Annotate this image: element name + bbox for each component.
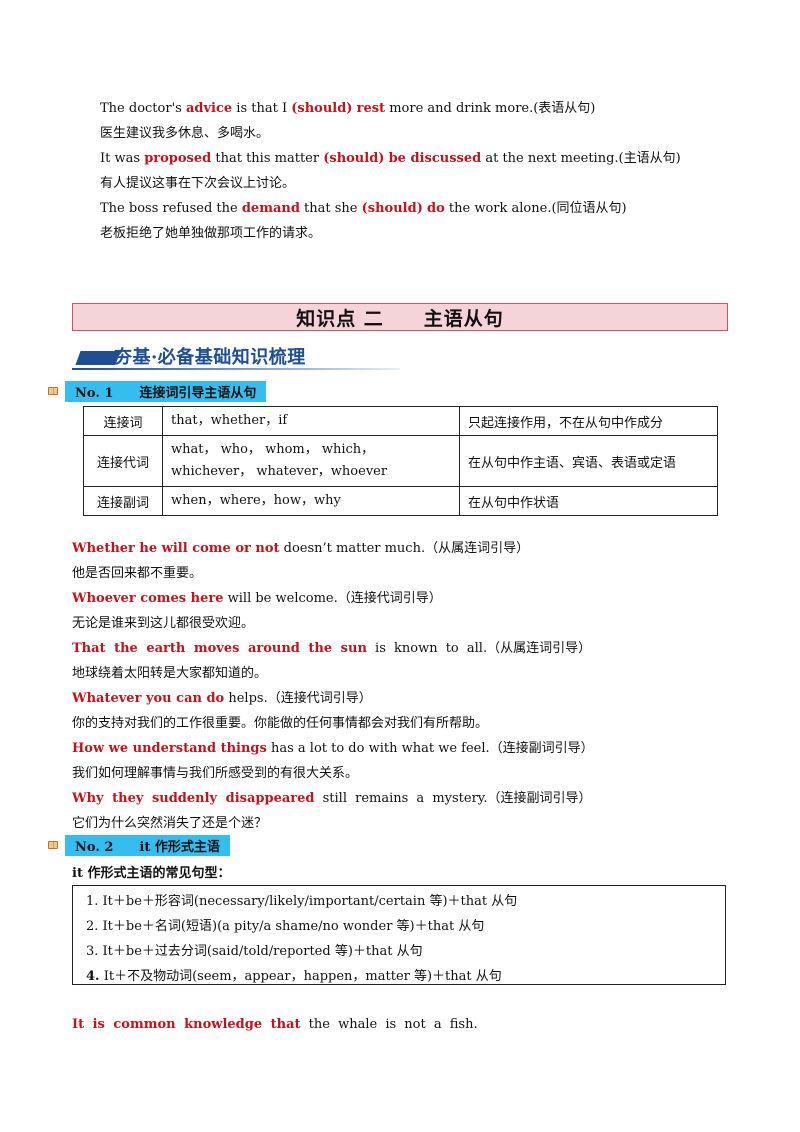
example-2-en: Whoever comes here will be welcome.（连接代词… <box>72 587 442 606</box>
banner-title: 夯基·必备基础知识梳理 <box>114 347 306 368</box>
example-5-zh: 我们如何理解事情与我们所感受到的有很大关系。 <box>72 766 359 781</box>
keyword: rest <box>356 101 386 116</box>
text: will be welcome.（连接代词引导） <box>223 591 442 606</box>
keyword: be discussed <box>388 151 482 166</box>
example-1-en: Whether he will come or not doesn’t matt… <box>72 537 529 556</box>
intro-example-1-zh: 医生建议我多休息、多喝水。 <box>100 126 270 141</box>
text: that she <box>299 201 362 216</box>
section-banner: 夯基·必备基础知识梳理 <box>72 341 400 371</box>
keyword: Whether he will come or not <box>72 541 280 556</box>
text: The doctor's <box>100 101 186 116</box>
pattern-number: 3. <box>86 944 99 959</box>
keyword: demand <box>241 201 300 216</box>
intro-example-3-en: The boss refused the demand that she (sh… <box>100 197 627 216</box>
keyword: (should) <box>361 201 423 216</box>
keyword: (should) <box>323 151 385 166</box>
pattern-item: 1. It＋be＋形容词(necessary/likely/important/… <box>86 890 517 909</box>
text: It was <box>100 151 145 166</box>
pattern-number: 1. <box>86 894 99 909</box>
last-example-en: It is common knowledge that the whale is… <box>72 1017 478 1032</box>
pattern-text: It＋不及物动词(seem，appear，happen，matter 等)＋th… <box>103 969 502 984</box>
example-6-en: Why they suddenly disappeared still rema… <box>72 787 592 806</box>
example-3-zh: 地球绕着太阳转是大家都知道的。 <box>72 666 268 681</box>
table-cell-type: 连接词 <box>83 406 163 436</box>
table-row: 连接副词 when，where，how，why 在从句中作状语 <box>83 486 718 516</box>
intro-example-2-zh: 有人提议这事在下次会议上讨论。 <box>100 176 296 191</box>
text: more and drink more.(表语从句) <box>385 101 596 116</box>
text: is that I <box>232 101 292 116</box>
no2-heading: No. 2 it 作形式主语 <box>47 834 230 856</box>
keyword: (should) <box>291 101 353 116</box>
text: The boss refused the <box>100 201 242 216</box>
text: helps.（连接代词引导） <box>224 691 372 706</box>
no1-label: No. 1 连接词引导主语从句 <box>65 380 267 402</box>
table-cell-type: 连接副词 <box>83 486 163 516</box>
example-6-zh: 它们为什么突然消失了还是个迷？ <box>72 816 268 831</box>
table-row: 连接词 that，whether，if 只起连接作用，不在从句中作成分 <box>83 406 718 436</box>
example-4-zh: 你的支持对我们的工作很重要。你能做的任何事情都会对我们有所帮助。 <box>72 716 489 731</box>
table-cell-words: that，whether，if <box>162 406 460 436</box>
keyword: How we understand things <box>72 741 267 756</box>
table-cell-function: 在从句中作主语、宾语、表语或定语 <box>459 435 718 487</box>
text: the whale is not a fish. <box>300 1017 478 1032</box>
intro-example-1-en: The doctor's advice is that I (should) r… <box>100 97 595 116</box>
example-5-en: How we understand things has a lot to do… <box>72 737 594 756</box>
example-1-zh: 他是否回来都不重要。 <box>72 566 203 581</box>
patterns-heading: it 作形式主语的常见句型： <box>72 866 231 881</box>
keyword: Whoever comes here <box>72 591 224 606</box>
table-cell-words: when，where，how，why <box>162 486 460 516</box>
pattern-number: 4. <box>86 969 100 984</box>
keyword: do <box>427 201 445 216</box>
text: that this matter <box>211 151 324 166</box>
keyword: Why they suddenly disappeared <box>72 791 315 806</box>
table-cell-function: 在从句中作状语 <box>459 486 718 516</box>
book-icon <box>47 385 59 397</box>
pattern-item: 4. It＋不及物动词(seem，appear，happen，matter 等)… <box>86 965 502 984</box>
table-cell-words: what， who， whom， which， whichever， whate… <box>162 435 460 487</box>
text: is known to all.（从属连词引导） <box>366 641 592 656</box>
text: the work alone.(同位语从句) <box>444 201 627 216</box>
keyword: It is common knowledge that <box>72 1017 301 1032</box>
no1-heading: No. 1 连接词引导主语从句 <box>47 380 267 402</box>
book-icon <box>47 839 59 851</box>
example-4-en: Whatever you can do helps.（连接代词引导） <box>72 687 372 706</box>
pattern-text: It＋be＋名词(短语)(a pity/a shame/no wonder 等)… <box>102 919 485 934</box>
text: doesn’t matter much.（从属连词引导） <box>279 541 530 556</box>
pattern-text: It＋be＋过去分词(said/told/reported 等)＋that 从句 <box>102 944 423 959</box>
table-cell-type: 连接代词 <box>83 435 163 487</box>
table-cell-function: 只起连接作用，不在从句中作成分 <box>459 406 718 436</box>
patterns-box: 1. It＋be＋形容词(necessary/likely/important/… <box>72 885 726 985</box>
pattern-item: 3. It＋be＋过去分词(said/told/reported 等)＋that… <box>86 940 423 959</box>
keyword: advice <box>185 101 233 116</box>
keyword: That the earth moves around the sun <box>72 641 367 656</box>
intro-example-2-en: It was proposed that this matter (should… <box>100 147 681 166</box>
text: still remains a mystery.（连接副词引导） <box>314 791 592 806</box>
pattern-text: It＋be＋形容词(necessary/likely/important/cer… <box>102 894 518 909</box>
keyword: proposed <box>144 151 212 166</box>
example-2-zh: 无论是谁来到这儿都很受欢迎。 <box>72 616 255 631</box>
pattern-item: 2. It＋be＋名词(短语)(a pity/a shame/no wonder… <box>86 915 484 934</box>
keyword: Whatever you can do <box>72 691 225 706</box>
text: has a lot to do with what we feel.（连接副词引… <box>266 741 594 756</box>
intro-example-3-zh: 老板拒绝了她单独做那项工作的请求。 <box>100 226 322 241</box>
section-title: 知识点 二 主语从句 <box>72 303 728 331</box>
pattern-number: 2. <box>86 919 99 934</box>
connector-table: 连接词 that，whether，if 只起连接作用，不在从句中作成分 连接代词… <box>83 406 718 516</box>
example-3-en: That the earth moves around the sun is k… <box>72 637 591 656</box>
text: at the next meeting.(主语从句) <box>481 151 681 166</box>
banner-underline <box>72 368 400 370</box>
table-row: 连接代词 what， who， whom， which， whichever， … <box>83 435 718 487</box>
no2-label: No. 2 it 作形式主语 <box>65 834 230 856</box>
